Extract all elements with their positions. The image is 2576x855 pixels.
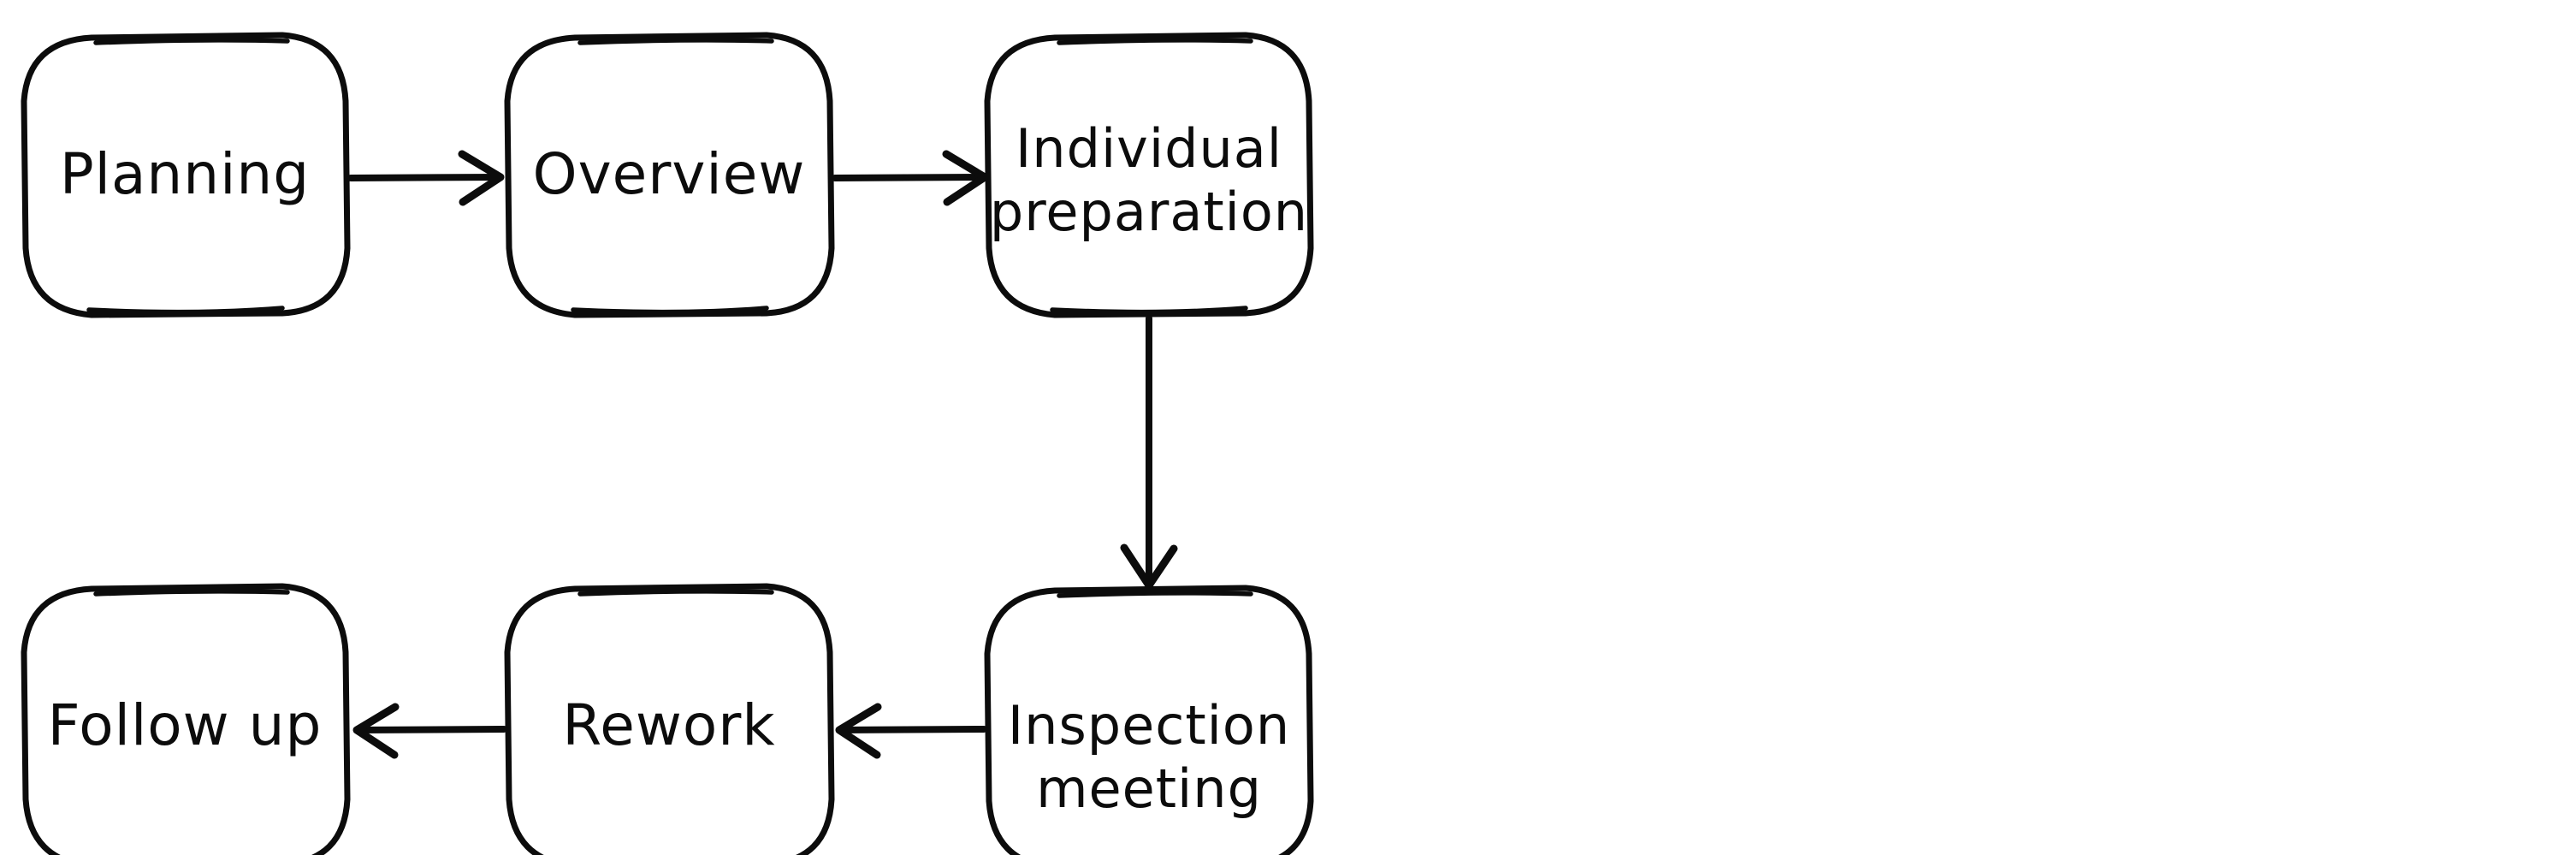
node-planning-label: Planning — [60, 141, 310, 207]
edge-planning-to-overview — [347, 150, 505, 206]
node-rework-label: Rework — [562, 692, 775, 758]
node-planning-sketch-bottom — [86, 306, 285, 315]
node-rework-sketch-top — [577, 589, 774, 597]
node-inspection-meeting[interactable]: Inspection meeting — [984, 585, 1314, 855]
edge-planning-to-overview-line — [347, 174, 503, 181]
node-individual-preparation-sketch-top — [1057, 38, 1253, 45]
node-rework-outline — [504, 583, 835, 855]
node-individual-preparation-label-line1: Individual — [1016, 117, 1282, 180]
edge-rework-to-follow-up — [352, 703, 507, 759]
edge-planning-to-overview-arrowhead — [458, 150, 505, 206]
edge-individual-preparation-to-inspection-meeting — [1120, 315, 1178, 590]
node-inspection-meeting-label-line1: Inspection — [1008, 694, 1290, 757]
node-follow-up[interactable]: Follow up — [21, 583, 351, 855]
node-individual-preparation[interactable]: Individual preparation — [984, 32, 1314, 318]
node-inspection-meeting-label-line2: meeting — [1036, 757, 1262, 820]
edge-inspection-meeting-to-rework-arrowhead — [835, 703, 882, 759]
node-individual-preparation-outline — [984, 32, 1314, 318]
node-overview-outline — [504, 32, 835, 318]
edge-inspection-meeting-to-rework-line — [837, 726, 987, 733]
node-overview-sketch-top — [577, 38, 774, 45]
edge-overview-to-individual-preparation — [832, 150, 989, 206]
node-follow-up-sketch-top — [93, 589, 290, 597]
node-overview-label: Overview — [533, 141, 806, 207]
node-overview[interactable]: Overview — [504, 32, 835, 318]
edge-overview-to-individual-preparation-arrowhead — [942, 150, 989, 206]
node-follow-up-outline — [21, 583, 351, 855]
node-planning-sketch-top — [93, 38, 290, 45]
node-overview-sketch-bottom — [571, 306, 769, 315]
edge-individual-preparation-to-inspection-meeting-arrowhead — [1120, 543, 1178, 590]
node-planning-outline — [21, 32, 351, 318]
edge-overview-to-individual-preparation-line — [832, 174, 987, 181]
node-individual-preparation-label-line2: preparation — [990, 181, 1308, 243]
node-inspection-meeting-outline — [984, 585, 1314, 855]
node-inspection-meeting-sketch-top — [1057, 591, 1253, 598]
node-rework[interactable]: Rework — [504, 583, 835, 855]
edge-inspection-meeting-to-rework — [835, 703, 987, 759]
node-follow-up-label: Follow up — [48, 692, 323, 758]
node-planning[interactable]: Planning — [21, 32, 351, 318]
node-individual-preparation-sketch-bottom — [1050, 306, 1248, 315]
edge-rework-to-follow-up-line — [354, 726, 507, 733]
edge-rework-to-follow-up-arrowhead — [352, 703, 400, 759]
